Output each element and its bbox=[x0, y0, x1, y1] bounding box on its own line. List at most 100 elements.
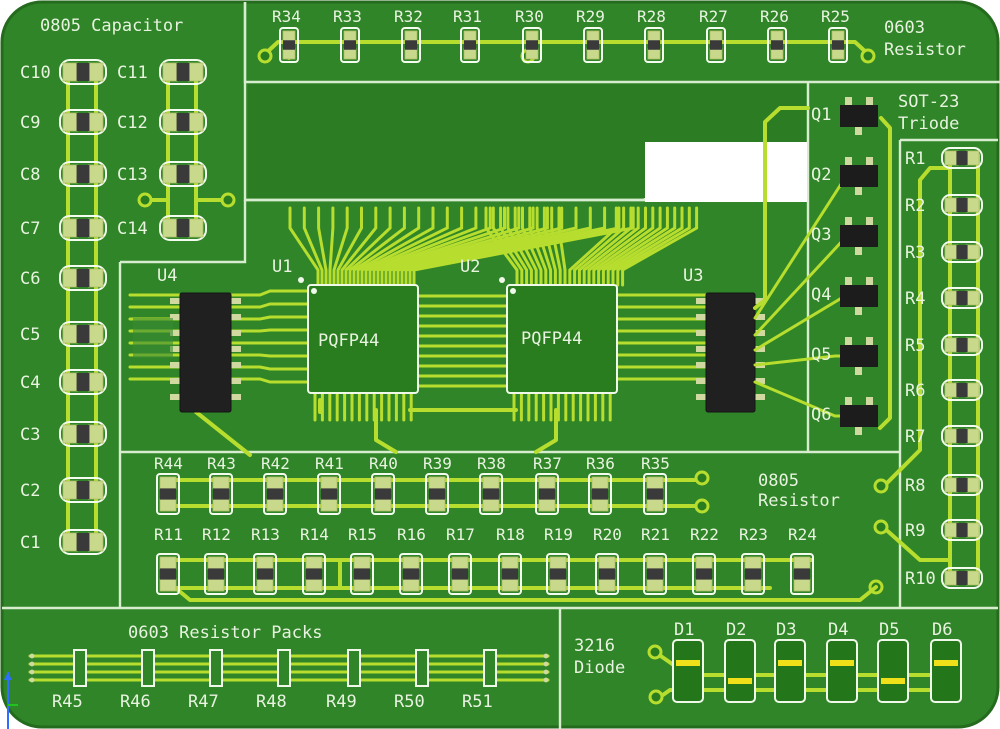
resistor-r9 bbox=[941, 519, 983, 541]
capacitor-c11 bbox=[159, 59, 207, 85]
resistor-r7 bbox=[941, 425, 983, 447]
resistor-r19 bbox=[546, 553, 570, 595]
capacitor-c6 bbox=[59, 265, 107, 291]
capacitor-label: C13 bbox=[117, 165, 148, 185]
section-title-0603-resistor-1: 0603 bbox=[884, 18, 925, 38]
resistor-r43 bbox=[209, 473, 233, 515]
resistor-r31 bbox=[460, 27, 480, 63]
resistor-r27 bbox=[706, 27, 726, 63]
resistor-r32 bbox=[401, 27, 421, 63]
resistor-r5 bbox=[941, 334, 983, 356]
resistor-pack-r50 bbox=[415, 649, 429, 687]
resistor-r23 bbox=[741, 553, 765, 595]
resistor-label: R34 bbox=[272, 7, 301, 26]
capacitor-label: C5 bbox=[20, 325, 40, 345]
resistor-r35 bbox=[643, 473, 667, 515]
transistor-q3 bbox=[840, 217, 878, 255]
resistor-r1 bbox=[941, 147, 983, 169]
resistor-label: R1 bbox=[905, 149, 925, 169]
resistor-label: R24 bbox=[788, 525, 817, 544]
resistor-r12 bbox=[204, 553, 228, 595]
resistor-label: R21 bbox=[641, 525, 670, 544]
resistor-label: R9 bbox=[905, 521, 925, 541]
resistor-label: R33 bbox=[333, 7, 362, 26]
resistor-label: R28 bbox=[637, 7, 666, 26]
resistor-label: R18 bbox=[496, 525, 525, 544]
resistor-r44 bbox=[156, 473, 180, 515]
resistor-label: R39 bbox=[423, 454, 452, 473]
capacitor-c13 bbox=[159, 161, 207, 187]
resistor-pack-r49 bbox=[347, 649, 361, 687]
resistor-pack-r47 bbox=[209, 649, 223, 687]
resistor-label: R8 bbox=[905, 476, 925, 496]
resistor-r10 bbox=[941, 567, 983, 589]
resistor-label: R13 bbox=[251, 525, 280, 544]
resistor-pack-r51 bbox=[483, 649, 497, 687]
resistor-label: R17 bbox=[446, 525, 475, 544]
resistor-r20 bbox=[595, 553, 619, 595]
resistor-pack-r46 bbox=[141, 649, 155, 687]
resistor-label: R42 bbox=[261, 454, 290, 473]
transistor-label: Q4 bbox=[811, 285, 831, 305]
transistor-q6 bbox=[840, 397, 878, 435]
transistor-q4 bbox=[840, 277, 878, 315]
right-resistor-traces bbox=[176, 153, 980, 602]
capacitor-c7 bbox=[59, 215, 107, 241]
resistor-r17 bbox=[448, 553, 472, 595]
resistor-r16 bbox=[399, 553, 423, 595]
resistor-r11 bbox=[156, 553, 180, 595]
resistor-r25 bbox=[828, 27, 848, 63]
section-title-resistor-packs: 0603 Resistor Packs bbox=[128, 623, 322, 643]
transistor-q2 bbox=[840, 157, 878, 195]
resistor-r18 bbox=[498, 553, 522, 595]
resistor-r3 bbox=[941, 241, 983, 263]
section-title-diode-2: Diode bbox=[574, 658, 625, 678]
diode-label: D4 bbox=[828, 620, 848, 640]
capacitor-label: C11 bbox=[117, 63, 148, 83]
ic-u3 bbox=[696, 292, 765, 413]
section-title-diode-1: 3216 bbox=[574, 636, 615, 656]
resistor-r8 bbox=[941, 474, 983, 496]
section-title-0805-capacitor: 0805 Capacitor bbox=[40, 16, 183, 36]
resistor-label: R6 bbox=[905, 381, 925, 401]
resistor-r22 bbox=[692, 553, 716, 595]
resistor-label: R37 bbox=[533, 454, 562, 473]
resistor-label: R5 bbox=[905, 336, 925, 356]
capacitor-label: C4 bbox=[20, 373, 40, 393]
resistor-label: R41 bbox=[315, 454, 344, 473]
capacitor-label: C6 bbox=[20, 269, 40, 289]
qfp-fanout-traces bbox=[128, 206, 708, 457]
resistor-pack-r45 bbox=[73, 649, 87, 687]
resistor-r24 bbox=[790, 553, 814, 595]
section-title-0603-resistor-2: Resistor bbox=[884, 40, 966, 60]
section-title-sot23-1: SOT-23 bbox=[898, 92, 959, 112]
resistor-r2 bbox=[941, 194, 983, 216]
capacitor-c12 bbox=[159, 109, 207, 135]
resistor-r15 bbox=[350, 553, 374, 595]
resistor-label: R22 bbox=[690, 525, 719, 544]
capacitor-label: C1 bbox=[20, 533, 40, 553]
resistor-label: R7 bbox=[905, 427, 925, 447]
resistor-r41 bbox=[317, 473, 341, 515]
capacitor-c14 bbox=[159, 215, 207, 241]
resistor-label: R48 bbox=[256, 692, 287, 712]
resistor-label: R38 bbox=[477, 454, 506, 473]
resistor-label: R16 bbox=[397, 525, 426, 544]
resistor-label: R23 bbox=[739, 525, 768, 544]
resistor-label: R43 bbox=[207, 454, 236, 473]
u1-package-label: PQFP44 bbox=[318, 331, 379, 351]
transistor-label: Q1 bbox=[811, 105, 831, 125]
diode-d6 bbox=[930, 639, 962, 703]
resistor-r21 bbox=[643, 553, 667, 595]
resistor-label: R12 bbox=[202, 525, 231, 544]
resistor-label: R51 bbox=[462, 692, 493, 712]
diode-d1 bbox=[672, 639, 704, 703]
resistor-label: R20 bbox=[593, 525, 622, 544]
